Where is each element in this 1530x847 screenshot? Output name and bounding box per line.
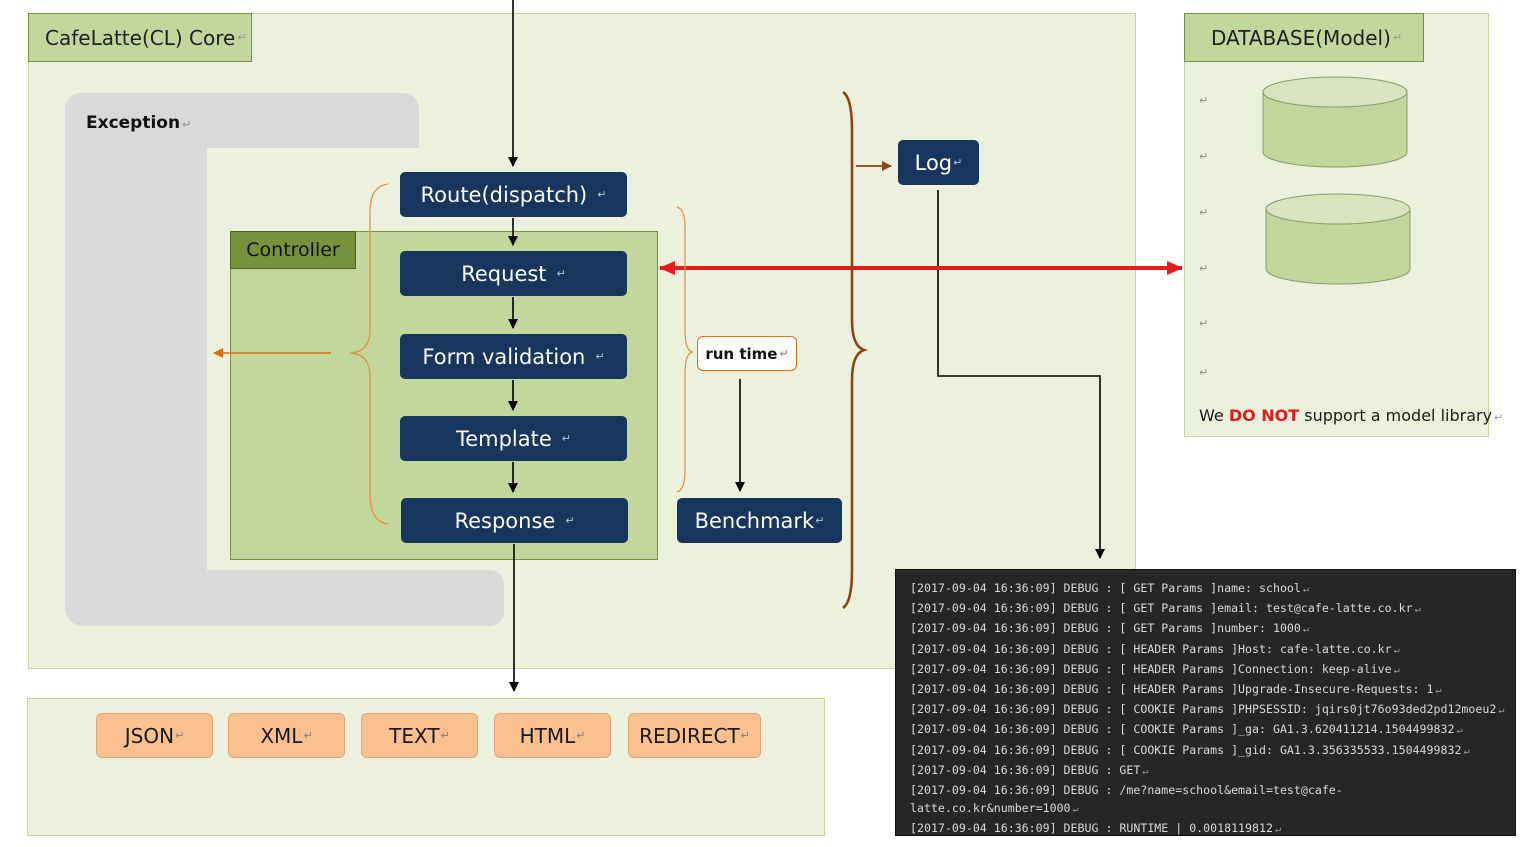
- paragraph-mark: ↵: [556, 267, 566, 280]
- paragraph-mark: ↵: [237, 31, 247, 44]
- exception-label: Exception↵: [86, 113, 191, 133]
- template-text: Template: [455, 426, 552, 451]
- exception-left-bar: [65, 93, 207, 626]
- route-dispatch-box: Route(dispatch) ↵: [400, 172, 627, 217]
- paragraph-mark: ↵: [1494, 411, 1504, 424]
- log-line: [2017-09-04 16:36:09] DEBUG : [ COOKIE P…: [910, 722, 1463, 737]
- runtime-label: run time↵: [697, 336, 797, 371]
- output-redirect-text: REDIRECT: [639, 723, 740, 748]
- log-box: Log↵: [898, 140, 979, 185]
- benchmark-box: Benchmark↵: [677, 498, 842, 543]
- paragraph-mark: ↵: [1199, 262, 1209, 275]
- output-json-box: JSON↵: [96, 713, 213, 758]
- template-box: Template ↵: [400, 416, 627, 461]
- request-box: Request ↵: [400, 251, 627, 296]
- form-validation-text: Form validation: [422, 344, 586, 369]
- paragraph-mark: ↵: [953, 156, 963, 169]
- paragraph-mark: ↵: [1199, 366, 1209, 379]
- route-dispatch-text: Route(dispatch): [420, 182, 588, 207]
- controller-label-text: Controller: [246, 239, 340, 261]
- database-note-suffix: support a model library: [1299, 406, 1493, 425]
- output-text-text: TEXT: [389, 723, 440, 748]
- output-html-box: HTML↵: [494, 713, 611, 758]
- log-text: Log: [914, 150, 953, 175]
- paragraph-mark: ↵: [440, 729, 450, 742]
- database-title: DATABASE(Model)↵: [1184, 13, 1424, 62]
- log-line: [2017-09-04 16:36:09] DEBUG : /me?name=s…: [910, 783, 1343, 798]
- paragraph-mark: ↵: [565, 514, 575, 527]
- paragraph-mark: ↵: [815, 514, 825, 527]
- paragraph-mark: ↵: [779, 347, 789, 360]
- log-line: [2017-09-04 16:36:09] DEBUG : [ GET Para…: [910, 581, 1309, 595]
- paragraph-mark: ↵: [1199, 206, 1209, 219]
- paragraph-mark: ↵: [1199, 317, 1209, 330]
- paragraph-mark: ↵: [1199, 94, 1209, 107]
- paragraph-mark: ↵: [182, 118, 192, 131]
- core-title: CafeLatte(CL) Core↵: [28, 13, 252, 62]
- paragraph-mark: ↵: [561, 432, 572, 445]
- log-line: [2017-09-04 16:36:09] DEBUG : [ HEADER P…: [910, 661, 1400, 676]
- log-line: [2017-09-04 16:36:09] DEBUG : [ HEADER P…: [910, 641, 1400, 656]
- log-line: [2017-09-04 16:36:09] DEBUG : [ GET Para…: [910, 601, 1421, 616]
- output-html-text: HTML: [519, 723, 576, 748]
- request-text: Request: [461, 261, 547, 286]
- core-title-text: CafeLatte(CL) Core: [45, 25, 236, 50]
- database-note: We DO NOT support a model library↵: [1199, 406, 1503, 425]
- log-line: [2017-09-04 16:36:09] DEBUG : [ COOKIE P…: [910, 702, 1505, 717]
- output-redirect-box: REDIRECT↵: [628, 713, 761, 758]
- paragraph-mark: ↵: [175, 729, 185, 742]
- runtime-text: run time: [705, 344, 778, 363]
- exception-bottom-bar: [65, 570, 504, 626]
- database-note-emphasis: DO NOT: [1228, 406, 1300, 425]
- output-text-box: TEXT↵: [361, 713, 478, 758]
- paragraph-mark: ↵: [740, 729, 750, 742]
- paragraph-mark: ↵: [303, 729, 313, 742]
- log-line: latte.co.kr&number=1000↵: [910, 801, 1079, 816]
- response-box: Response ↵: [401, 498, 628, 543]
- database-note-prefix: We: [1199, 406, 1229, 425]
- output-xml-text: XML: [260, 723, 303, 748]
- exception-label-text: Exception: [86, 113, 181, 133]
- log-line: [2017-09-04 16:36:09] DEBUG : [ COOKIE P…: [910, 742, 1470, 757]
- paragraph-mark: ↵: [1199, 150, 1209, 163]
- paragraph-mark: ↵: [1392, 31, 1403, 44]
- database-cylinder-icon: [1262, 76, 1408, 168]
- log-line: [2017-09-04 16:36:09] DEBUG : [ HEADER P…: [910, 682, 1442, 697]
- database-title-text: DATABASE(Model): [1211, 25, 1391, 50]
- log-output-panel: [2017-09-04 16:36:09] DEBUG : [ GET Para…: [895, 569, 1516, 836]
- paragraph-mark: ↵: [595, 350, 605, 363]
- output-json-text: JSON: [124, 723, 175, 748]
- log-line: [2017-09-04 16:36:09] DEBUG : RUNTIME | …: [910, 821, 1281, 836]
- output-xml-box: XML↵: [228, 713, 345, 758]
- paragraph-mark: ↵: [576, 729, 586, 742]
- benchmark-text: Benchmark: [694, 508, 815, 533]
- log-line: [2017-09-04 16:36:09] DEBUG : GET↵: [910, 762, 1149, 777]
- database-cylinder-icon: [1265, 193, 1411, 285]
- log-line: [2017-09-04 16:36:09] DEBUG : [ GET Para…: [910, 621, 1309, 636]
- paragraph-mark: ↵: [597, 188, 607, 201]
- form-validation-box: Form validation ↵: [400, 334, 627, 379]
- controller-label: Controller: [230, 231, 356, 269]
- response-text: Response: [454, 508, 556, 533]
